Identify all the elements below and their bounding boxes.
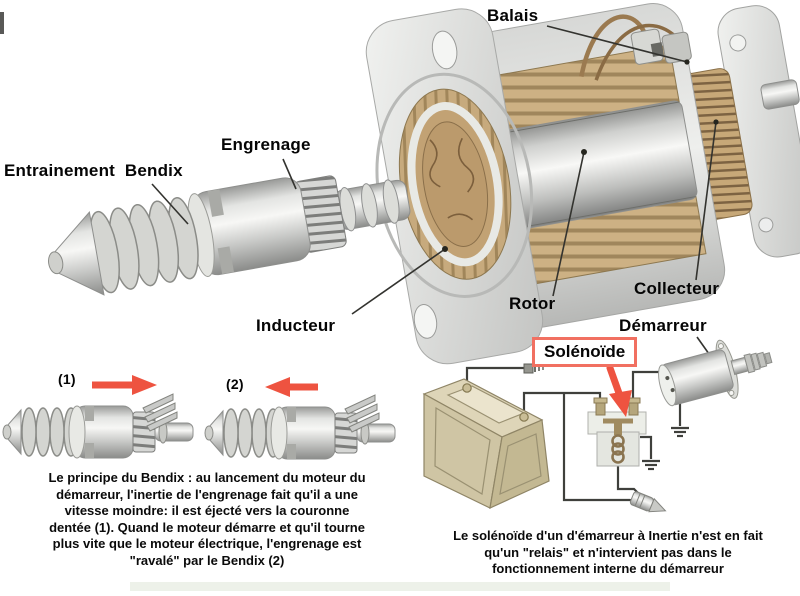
solenoid-relay: [587, 397, 647, 467]
starter-motor-small: [658, 339, 773, 407]
circuit-diagram: [422, 339, 773, 513]
brush-wire: [579, 14, 647, 78]
flange-hole: [431, 30, 458, 70]
bendix-fig-2: [204, 377, 396, 460]
starter-motor-cutaway: [48, 3, 800, 365]
mounting-stud: [760, 79, 800, 110]
scan-artifact: [0, 12, 4, 34]
brush-holder: [661, 31, 692, 64]
label-engrenage: Engrenage: [221, 135, 311, 154]
flange-hole: [413, 304, 438, 339]
caption-solenoide-note: Le solénoïde d'un d'émarreur à Inertie n…: [453, 528, 763, 576]
retaining-ring: [407, 102, 503, 267]
label-entrainement-bendix: Entrainement Bendix: [4, 161, 183, 180]
starter-terminal: [665, 376, 670, 381]
scan-edge-band: [130, 582, 670, 591]
brush-wire: [594, 23, 680, 81]
battery-terminal: [519, 412, 529, 422]
bendix-fig-1: [2, 375, 194, 459]
label-fig2: (2): [226, 376, 244, 392]
armature-windings: [422, 121, 489, 247]
red-arrow-right-head: [132, 375, 157, 395]
label-demarreur: Démarreur: [619, 316, 707, 335]
bendix-spring: [89, 197, 199, 294]
caption-bendix-principle: Le principe du Bendix : au lancement du …: [48, 470, 366, 568]
red-arrow-left-head: [265, 377, 290, 397]
label-fig1: (1): [58, 371, 76, 387]
solenoid-pointer-arrow: [606, 364, 632, 417]
label-inducteur: Inducteur: [256, 316, 336, 335]
starter-terminal: [670, 388, 675, 393]
battery: [422, 378, 550, 510]
label-solenoide-boxed: Solénoïde: [532, 337, 638, 367]
relay-coil: [611, 434, 625, 464]
label-rotor: Rotor: [509, 294, 556, 313]
leader-lines: [151, 25, 717, 362]
label-balais: Balais: [487, 6, 539, 25]
bullet-connector: [629, 491, 667, 513]
battery-terminal: [462, 383, 472, 393]
label-collecteur: Collecteur: [634, 279, 720, 298]
